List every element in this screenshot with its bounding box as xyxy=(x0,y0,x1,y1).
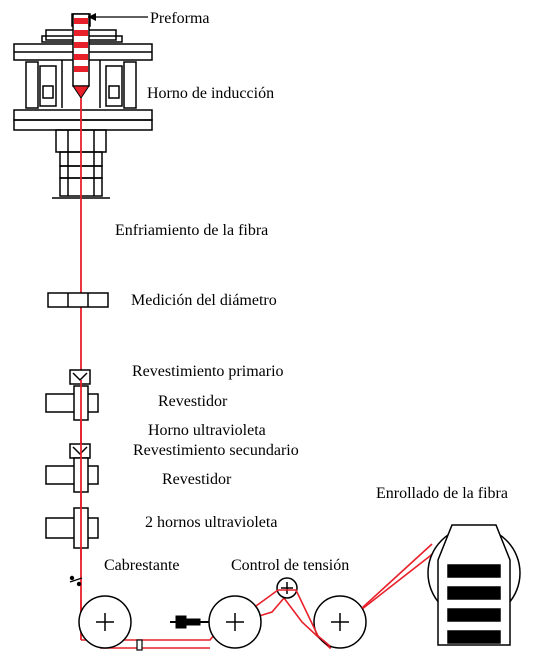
tension-dancer xyxy=(276,577,298,599)
label-fiber-cooling: Enfriamiento de la fibra xyxy=(115,222,269,239)
preform-leader xyxy=(88,13,148,21)
fiber-over-pulleys xyxy=(255,589,331,647)
label-coater-1: Revestidor xyxy=(158,393,228,410)
label-fiber-winding: Enrollado de la fibra xyxy=(376,485,508,502)
bottom-fiber-marker xyxy=(136,639,143,651)
uv-ovens-unit xyxy=(45,507,99,549)
label-preform: Preforma xyxy=(150,10,210,27)
fiber-guide-mark xyxy=(69,575,83,587)
label-primary-coating: Revestimiento primario xyxy=(132,363,284,380)
coater-1-unit xyxy=(45,385,99,421)
label-two-uv-ovens: 2 hornos ultravioleta xyxy=(145,514,278,531)
tension-pulley-right xyxy=(313,595,367,649)
tension-motor xyxy=(170,615,210,629)
label-induction-furnace: Horno de inducción xyxy=(147,85,275,102)
diameter-gauge xyxy=(47,292,109,308)
winding-spool xyxy=(427,524,521,646)
secondary-coating-die xyxy=(69,443,91,459)
label-uv-oven: Horno ultravioleta xyxy=(148,422,266,439)
label-tension-control: Control de tensión xyxy=(231,557,350,574)
preform-rod xyxy=(72,13,90,99)
primary-coating-die xyxy=(69,369,91,385)
tension-pulley-left xyxy=(208,595,262,649)
label-diameter-measurement: Medición del diámetro xyxy=(131,292,277,309)
label-secondary-coating: Revestimiento secundario xyxy=(133,442,299,459)
fiber-to-spool xyxy=(361,543,433,609)
coater-2-unit xyxy=(45,457,99,493)
label-coater-2: Revestidor xyxy=(162,471,232,488)
capstan-wheel xyxy=(78,595,132,649)
label-capstan: Cabrestante xyxy=(104,557,180,574)
